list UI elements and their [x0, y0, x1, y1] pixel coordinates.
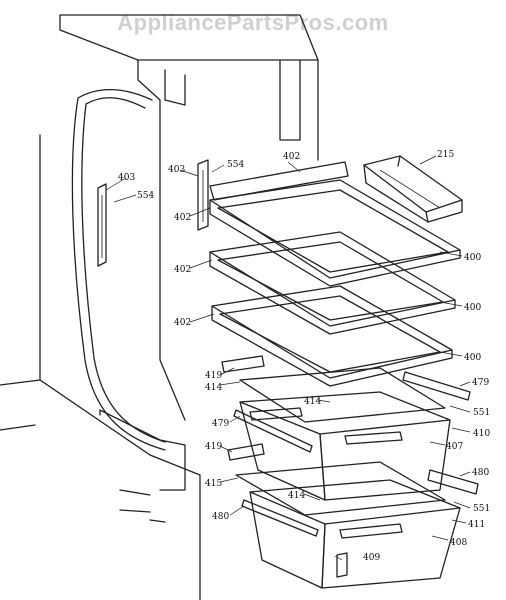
- glass-shelf-3: [211, 285, 453, 387]
- callout-403-left: 403: [118, 173, 135, 183]
- callout-414-c: 414: [288, 491, 305, 501]
- callout-403-right: 403: [168, 165, 185, 175]
- callout-480-left: 480: [212, 512, 229, 522]
- callout-414-a: 414: [205, 383, 222, 393]
- callout-551-upper: 551: [473, 408, 490, 418]
- callout-551-lower: 551: [473, 504, 490, 514]
- callout-554-right: 554: [227, 160, 244, 170]
- callout-407: 407: [446, 442, 463, 452]
- watermark: AppliancePartsPros.com: [117, 10, 389, 35]
- cabinet-outline: [0, 14, 319, 600]
- callout-479-right: 479: [472, 378, 489, 388]
- callout-414-b: 414: [304, 397, 321, 407]
- callout-419-lower: 419: [205, 442, 222, 452]
- callout-554-left: 554: [137, 191, 154, 201]
- callout-419-upper: 419: [205, 371, 222, 381]
- callout-400-b: 400: [464, 303, 481, 313]
- callout-labels: 215 402 403 554 403 554 402 402 402 400 …: [118, 150, 490, 563]
- slide-rails: [221, 355, 479, 495]
- callout-411: 411: [468, 520, 485, 530]
- callout-415: 415: [205, 479, 222, 489]
- callout-409: 409: [363, 553, 380, 563]
- callout-402-c: 402: [174, 318, 191, 328]
- callout-400-a: 400: [464, 253, 481, 263]
- callout-480-right: 480: [472, 468, 489, 478]
- callout-402-a: 402: [174, 213, 191, 223]
- callout-400-c: 400: [464, 353, 481, 363]
- callout-408: 408: [450, 538, 467, 548]
- shelf-frame-top: [209, 161, 349, 201]
- crisper-drawer-lower: [249, 479, 461, 589]
- drawer-rail-left: [233, 409, 313, 453]
- callout-402-b: 402: [174, 265, 191, 275]
- crisper-cover-upper: [239, 367, 446, 423]
- callout-479-left: 479: [212, 419, 229, 429]
- shelf-bracket-left: [97, 183, 107, 267]
- crisper-cover-lower: [235, 461, 446, 516]
- door-gasket: [71, 89, 166, 451]
- shelf-bracket-right: [197, 159, 209, 231]
- dairy-bin: [363, 155, 463, 223]
- callout-410: 410: [473, 429, 490, 439]
- glass-shelf-2: [209, 231, 456, 335]
- callout-215: 215: [437, 150, 454, 160]
- callout-402-top: 402: [283, 152, 300, 162]
- drawer-rail-lower: [241, 499, 319, 537]
- leader-lines: [105, 155, 471, 561]
